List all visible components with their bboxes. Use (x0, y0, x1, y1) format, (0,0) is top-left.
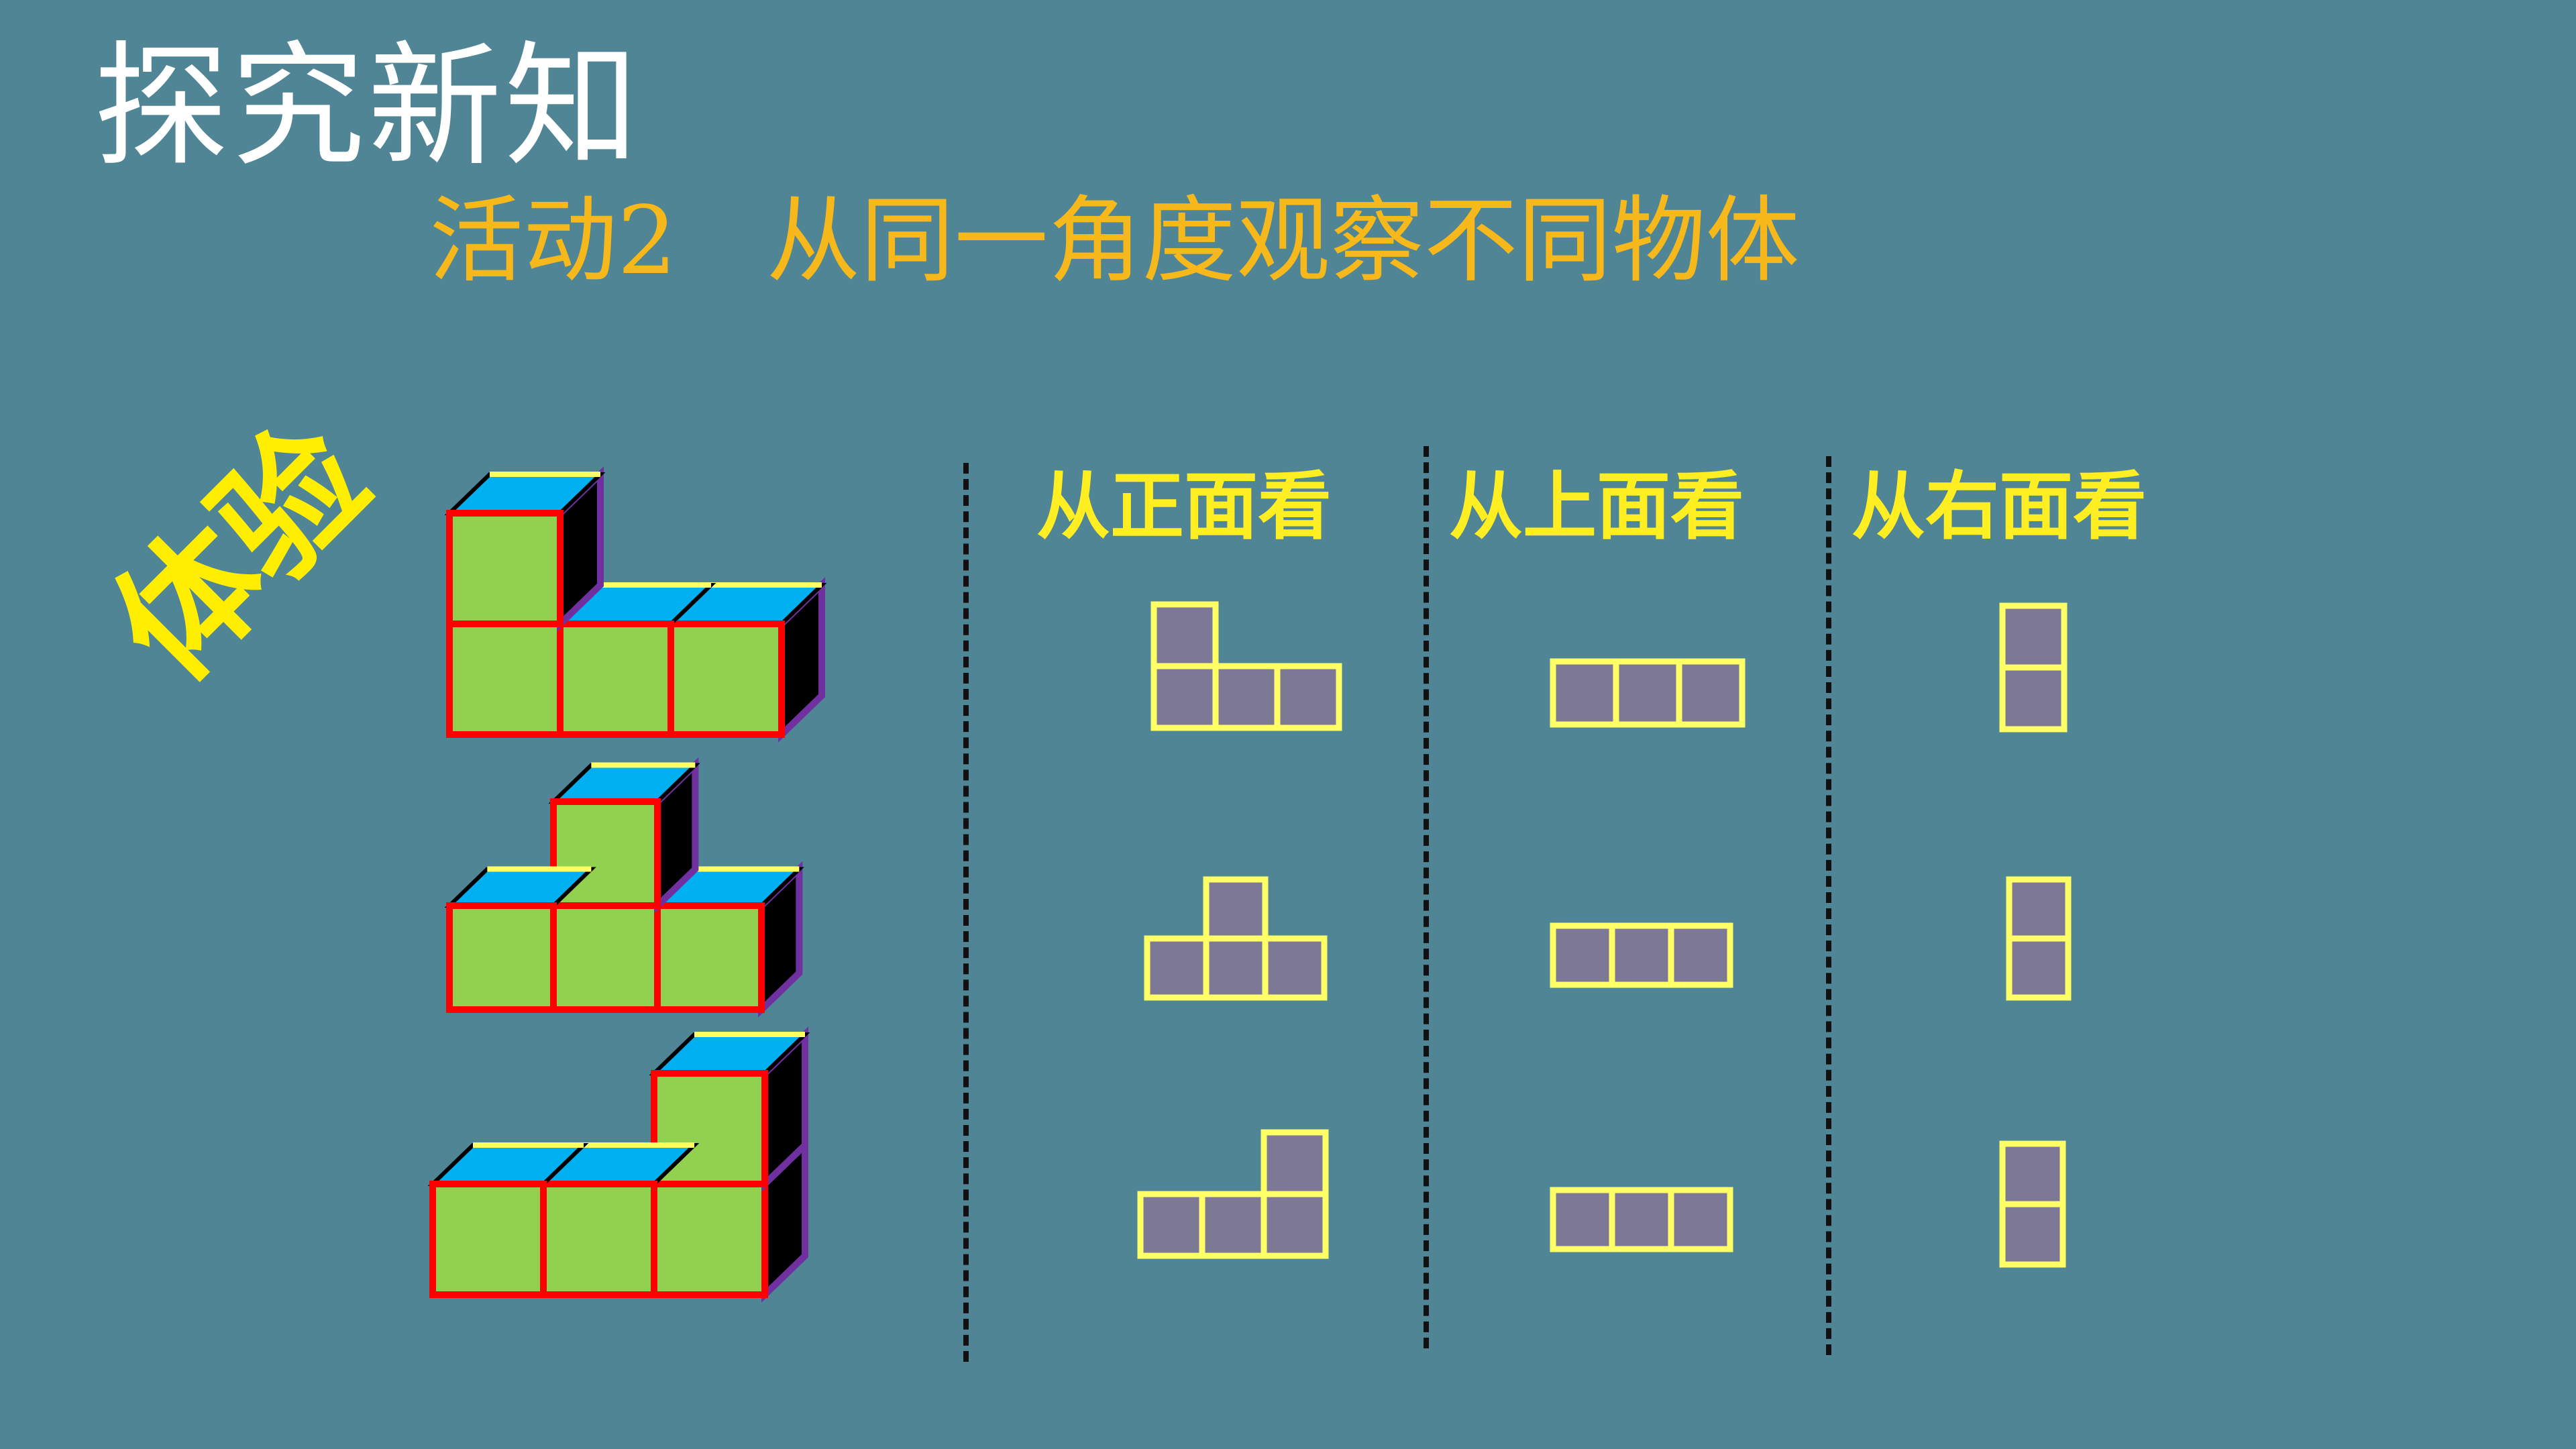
right-view-3 (1999, 1140, 2066, 1268)
view-square (1609, 922, 1674, 988)
column-label-right: 从右面看 (1851, 464, 2147, 549)
column-label-top: 从上面看 (1449, 464, 1744, 549)
page-heading: 探究新知 (94, 29, 642, 185)
view-square (1203, 935, 1269, 1001)
view-square (1668, 1187, 1733, 1252)
cube-front-face (446, 510, 564, 627)
view-square (1668, 922, 1733, 988)
cube-front-face (667, 621, 785, 738)
view-square (2006, 876, 2072, 942)
cube-front-face (446, 902, 557, 1013)
column-label-front: 从正面看 (1036, 464, 1332, 549)
view-square (1274, 663, 1342, 731)
top-view-1 (1550, 658, 1746, 728)
cube-front-face (654, 902, 765, 1013)
top-view-2 (1550, 922, 1733, 988)
divider-2 (1424, 446, 1429, 1348)
cube-object-1 (444, 466, 827, 743)
view-square (1550, 1187, 1615, 1252)
front-view-1 (1150, 601, 1342, 731)
view-square (1137, 1191, 1205, 1259)
view-square (1199, 1191, 1267, 1259)
view-square (1262, 935, 1328, 1001)
top-view-3 (1550, 1187, 1733, 1252)
cube-object-2 (444, 757, 804, 1018)
cube-front-face (550, 902, 661, 1013)
front-view-3 (1137, 1129, 1329, 1259)
activity-subtitle: 活动2 从同一角度观察不同物体 (429, 186, 1800, 296)
view-square (1999, 602, 2068, 671)
right-view-2 (2006, 876, 2072, 1001)
view-square (1212, 663, 1281, 731)
view-square (1609, 1187, 1674, 1252)
cube-front-face (446, 621, 564, 738)
view-square (1550, 922, 1615, 988)
view-square (1150, 601, 1219, 669)
view-square (1999, 1140, 2066, 1208)
front-view-2 (1144, 876, 1328, 1001)
right-view-1 (1999, 602, 2068, 733)
view-square (1999, 1201, 2066, 1268)
view-square (1676, 658, 1746, 728)
view-square (1203, 876, 1269, 942)
view-square (2006, 935, 2072, 1001)
divider-1 (963, 463, 969, 1362)
cube-object-3 (427, 1026, 810, 1303)
view-square (1144, 935, 1210, 1001)
cube-front-face (429, 1181, 547, 1298)
view-square (1150, 663, 1219, 731)
view-square (1613, 658, 1682, 728)
view-square (1260, 1191, 1329, 1259)
view-square (1999, 664, 2068, 733)
view-square (1260, 1129, 1329, 1197)
view-square (1550, 658, 1619, 728)
divider-3 (1826, 456, 1831, 1355)
